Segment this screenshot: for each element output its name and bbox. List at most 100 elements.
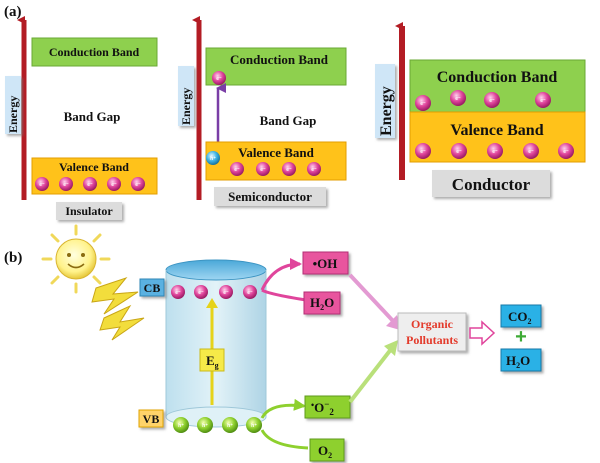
pollutants-label-line2: Pollutants [406,333,458,347]
vb-tag [138,409,164,428]
conductor-electrons: e⁻ e⁻ e⁻ e⁻ e⁻ e⁻ e⁻ e⁻ e⁻ [415,90,574,159]
semiconductor-cb-label: Conduction Band [230,52,329,67]
electron: e⁻ [243,285,257,299]
insulator-material-label: Insulator [65,204,113,218]
insulator-conduction-band [31,37,158,67]
oxygen-to-vb-arrow [260,429,309,450]
water-label: H2O [310,295,334,312]
svg-text:e⁻: e⁻ [456,149,462,155]
svg-text:e⁻: e⁻ [311,167,317,173]
electron: e⁻ [131,177,145,191]
electron: e⁻ [307,162,321,176]
water-box [303,291,341,315]
svg-text:e⁻: e⁻ [528,149,534,155]
cb-electrons: e⁻ e⁻ e⁻ e⁻ [171,285,257,299]
svg-text:h⁺: h⁺ [227,423,233,429]
electron: e⁻ [256,162,270,176]
semiconductor-material-label: Semiconductor [228,189,312,204]
svg-text:e⁻: e⁻ [63,182,69,188]
cb-tag [139,278,165,297]
electron: e⁻ [484,92,500,108]
h2o-product-label: H2O [506,353,530,370]
svg-text:h⁺: h⁺ [202,423,208,429]
h2o-product-box [500,348,542,372]
svg-text:e⁻: e⁻ [223,290,229,296]
electron: e⁻ [415,143,431,159]
svg-text:e⁻: e⁻ [260,167,266,173]
hole: h⁺ [206,151,220,165]
pollutants-label-line1: Organic [411,317,454,331]
cb-tag-label: CB [144,281,161,295]
insulator-electrons: e⁻ e⁻ e⁻ e⁻ e⁻ [35,177,145,191]
photocatalyst-cylinder [165,259,267,428]
svg-text:e⁻: e⁻ [420,149,426,155]
electron: e⁻ [487,143,503,159]
electron: e⁻ [450,90,466,106]
insulator-label-box [56,202,122,220]
vb-holes: h⁺ h⁺ h⁺ h⁺ [173,417,262,433]
hole: h⁺ [173,417,189,433]
oh-to-pollutants-arrow [348,273,396,324]
electron: e⁻ [230,162,244,176]
svg-text:e⁻: e⁻ [489,98,495,104]
electron: e⁻ [535,92,551,108]
vb-tag-label: VB [143,412,160,426]
svg-text:e⁻: e⁻ [563,149,569,155]
hole: h⁺ [197,417,213,433]
vb-to-superoxide-arrow [260,398,306,419]
conductor-cb-label: Conduction Band [437,69,558,86]
svg-text:e⁻: e⁻ [492,149,498,155]
svg-text:h⁺: h⁺ [178,423,184,429]
conductor-diagram: Energy Conduction Band Valence Band e⁻ e… [375,22,586,197]
svg-text:h⁺: h⁺ [251,423,257,429]
conductor-material-label: Conductor [452,175,531,194]
oh-radical-box [302,251,349,275]
oxygen-label: O2 [318,443,332,460]
electron: e⁻ [219,285,233,299]
svg-text:e⁻: e⁻ [87,182,93,188]
conductor-label-box [432,170,550,197]
co2-box [500,304,542,328]
svg-text:e⁻: e⁻ [111,182,117,188]
hole: h⁺ [246,417,262,433]
electron: e⁻ [282,162,296,176]
oh-to-pollutants-arrowhead [386,315,400,330]
electron: e⁻ [171,285,185,299]
svg-text:e⁻: e⁻ [175,290,181,296]
conductor-energy-tag [375,64,395,138]
plus-sign: + [515,326,527,348]
degradation-arrow [469,320,496,346]
svg-text:e⁻: e⁻ [286,167,292,173]
oxygen-box [309,438,345,462]
cb-to-oh-arrow [260,258,302,291]
electron: e⁻ [415,95,431,111]
insulator-cb-label: Conduction Band [49,45,140,59]
semiconductor-valence-band [205,141,347,181]
semiconductor-energy-tag [178,66,194,126]
electron: e⁻ [107,177,121,191]
semiconductor-label-box [214,187,326,206]
superoxide-to-pollutants-arrowhead [384,340,398,356]
semiconductor-conduction-band [205,47,347,86]
pollutants-box [397,312,467,352]
electron: e⁻ [59,177,73,191]
svg-text:e⁻: e⁻ [455,96,461,102]
excited-electron: e⁻ [212,71,226,85]
insulator-diagram: Energy Conduction Band Band Gap Valence … [5,16,158,220]
electron: e⁻ [194,285,208,299]
conductor-energy-label: Energy [378,86,395,136]
band-gap-arrowhead [206,298,218,308]
electron: e⁻ [35,177,49,191]
superoxide-box [304,395,351,419]
electron: e⁻ [83,177,97,191]
water-to-cb-arrow [261,288,307,302]
semiconductor-diagram: Energy Conduction Band e⁻ Band Gap Valen… [178,16,347,206]
insulator-vb-label: Valence Band [59,160,129,174]
electron: e⁻ [558,143,574,159]
svg-text:e⁻: e⁻ [198,290,204,296]
conductor-vb-label: Valence Band [450,122,543,139]
semiconductor-electrons: e⁻ e⁻ e⁻ e⁻ [230,162,321,176]
semiconductor-energy-label: Energy [179,88,193,125]
insulator-energy-label: Energy [6,96,20,133]
